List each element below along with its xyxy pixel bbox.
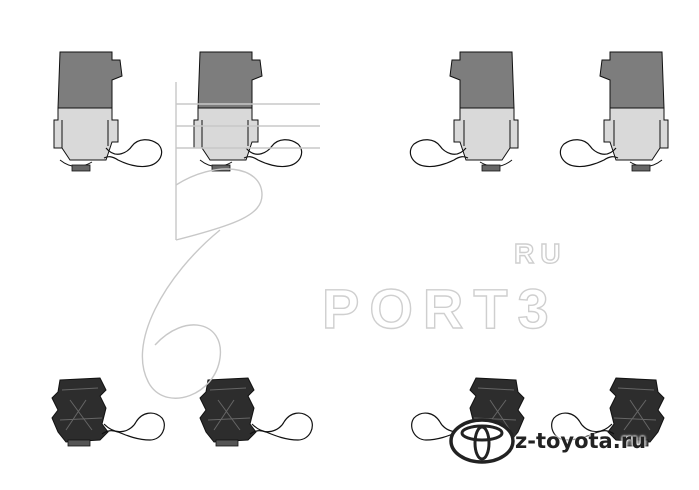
clip-upper-3	[409, 51, 519, 172]
clip-upper-1	[53, 51, 163, 172]
clip-upper-2	[193, 51, 303, 172]
clip-lower-2	[199, 377, 313, 447]
watermark-brand: PORT3	[321, 276, 559, 340]
watermark-graphic	[141, 82, 320, 399]
clip-lower-1	[51, 377, 165, 447]
clip-upper-4	[559, 51, 669, 172]
site-label: z-toyota.ru	[515, 429, 647, 453]
watermark-ru: RU	[513, 237, 567, 269]
toyota-logo-icon	[449, 418, 515, 464]
